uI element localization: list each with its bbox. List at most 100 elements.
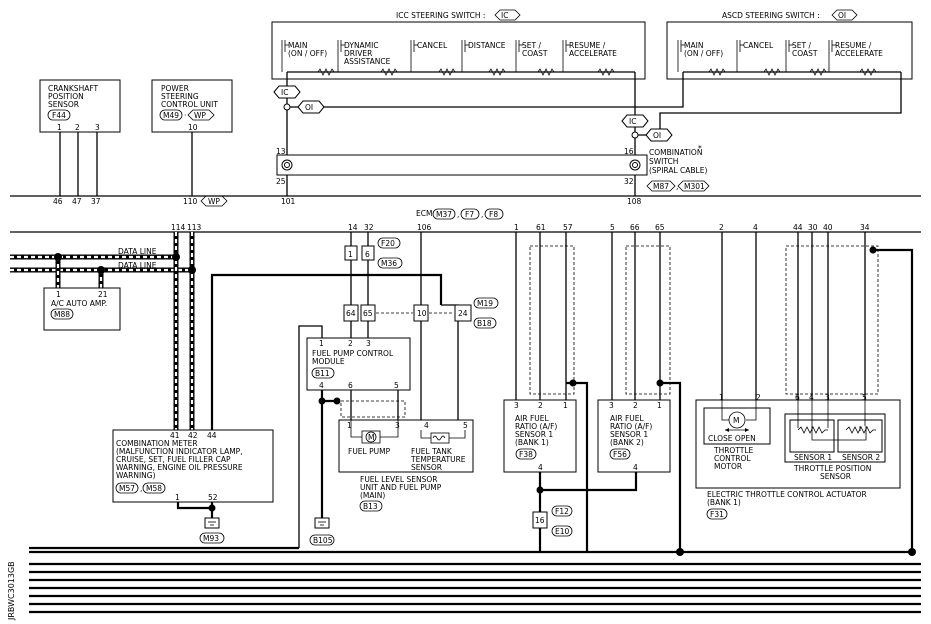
ecm-pin-label: 5 [610, 223, 615, 232]
svg-text:SET /: SET / [792, 41, 811, 50]
icc-switch-4: DISTANCE [461, 40, 506, 72]
power-steering-control-unit: POWER STEERING CONTROL UNIT M49 · WP 10 … [151, 79, 233, 207]
svg-text:ASSISTANCE: ASSISTANCE [344, 57, 391, 66]
svg-text:13: 13 [276, 147, 286, 156]
svg-text:3: 3 [395, 421, 400, 430]
ground-m93: M93 [199, 517, 225, 544]
svg-text:RESUME /: RESUME / [835, 41, 872, 50]
svg-text:WARNING): WARNING) [116, 471, 156, 480]
svg-text:FUEL PUMP: FUEL PUMP [348, 447, 391, 456]
svg-text:4: 4 [424, 421, 429, 430]
svg-text:2: 2 [348, 339, 353, 348]
svg-text:CONTROL UNIT: CONTROL UNIT [161, 100, 218, 109]
svg-text:SENSOR: SENSOR [48, 100, 79, 109]
ecm-pin-label: 106 [417, 223, 432, 232]
svg-text:4: 4 [633, 463, 638, 472]
ecm-pin-label: 2 [719, 223, 724, 232]
svg-text:M36: M36 [381, 259, 397, 268]
svg-text:3: 3 [825, 393, 830, 402]
svg-text:,: , [676, 182, 678, 191]
svg-text:SENSOR 1: SENSOR 1 [515, 430, 553, 439]
svg-text:65: 65 [363, 309, 373, 318]
svg-text:M93: M93 [203, 534, 219, 543]
icc-switch-5: SET /COAST [515, 40, 548, 72]
icc-resistor-icon-3 [438, 68, 456, 76]
svg-text:1: 1 [56, 290, 61, 299]
svg-text:1: 1 [175, 493, 180, 502]
svg-text:M37: M37 [436, 210, 452, 219]
fuel-level-sensor-unit: 1 3 4 5 M FUEL PUMP FUEL TANK TEMPERATUR… [338, 400, 474, 512]
svg-text:32: 32 [624, 177, 634, 186]
svg-text:FUEL LEVEL SENSOR: FUEL LEVEL SENSOR [360, 475, 437, 484]
svg-text:SENSOR: SENSOR [820, 472, 851, 481]
ecm-pin-label: 1 [514, 223, 519, 232]
icc-resistor-icon-2 [380, 68, 398, 76]
svg-text:CRANKSHAFT: CRANKSHAFT [48, 84, 99, 93]
svg-text:16: 16 [535, 516, 545, 525]
ecm-pin-label: 4 [753, 223, 758, 232]
svg-text:ELECTRIC THROTTLE CONTROL ACTU: ELECTRIC THROTTLE CONTROL ACTUATOR [707, 490, 867, 499]
svg-text:M87: M87 [653, 182, 669, 191]
svg-text:MODULE: MODULE [312, 357, 345, 366]
svg-text:CANCEL: CANCEL [417, 41, 448, 50]
svg-text:2: 2 [75, 123, 80, 132]
svg-text:MAIN: MAIN [684, 41, 703, 50]
ascd-switch-2: CANCEL [736, 40, 774, 72]
svg-text:6: 6 [795, 393, 800, 402]
svg-text:RESUME /: RESUME / [569, 41, 606, 50]
svg-text:TEMPERATURE: TEMPERATURE [410, 455, 466, 464]
crankshaft-position-sensor: CRANKSHAFT POSITION SENSOR F44 1 2 3 46 … [39, 79, 121, 206]
svg-text:WARNING, ENGINE OIL PRESSURE: WARNING, ENGINE OIL PRESSURE [116, 463, 243, 472]
ecm-pin-label: 113 [187, 223, 202, 232]
svg-text:110: 110 [183, 197, 198, 206]
svg-text:F7: F7 [465, 210, 474, 219]
ecm-pin-label: 44 [793, 223, 803, 232]
svg-text:4: 4 [809, 393, 814, 402]
combination-switch-connector: M87 , M301 [646, 180, 710, 192]
tag-oi-right: OI [645, 128, 673, 142]
sensor1-resistor-icon [797, 426, 828, 434]
svg-text:2: 2 [633, 401, 638, 410]
svg-text:DATA LINE: DATA LINE [118, 247, 157, 256]
svg-text:DATA LINE: DATA LINE [118, 261, 157, 270]
svg-text:M301: M301 [684, 182, 705, 191]
icc-switch-1: MAIN(ON / OFF) [281, 40, 327, 72]
svg-text:E10: E10 [555, 527, 570, 536]
icc-code-tag: IC [494, 9, 521, 21]
bottom-bus-lines [29, 546, 921, 614]
svg-text:OI: OI [653, 131, 661, 140]
icc-resistor-icon-1 [317, 68, 335, 76]
svg-text:F20: F20 [381, 239, 395, 248]
svg-text:ECM: ECM [416, 209, 432, 218]
af-sensor-bank2: 3 2 1 AIR FUEL RATIO (A/F) SENSOR 1 (BAN… [597, 232, 682, 552]
svg-text:B18: B18 [477, 319, 492, 328]
svg-text:3: 3 [514, 401, 519, 410]
ecm-pin-label: 61 [536, 223, 546, 232]
svg-text:OI: OI [838, 11, 846, 20]
svg-text:1: 1 [319, 339, 324, 348]
svg-text:F31: F31 [710, 510, 724, 519]
svg-text:F12: F12 [555, 507, 569, 516]
svg-text:1: 1 [347, 421, 352, 430]
svg-text:3: 3 [95, 123, 100, 132]
svg-text:1: 1 [348, 250, 353, 259]
tag-oi-left: OI [297, 100, 325, 114]
thermistor-icon [432, 435, 446, 441]
svg-text:F44: F44 [52, 111, 66, 120]
ascd-resistor-icon-2 [763, 68, 781, 76]
svg-text:UNIT AND FUEL PUMP: UNIT AND FUEL PUMP [360, 483, 442, 492]
ecm-pin-label: 57 [563, 223, 573, 232]
svg-text:OI: OI [305, 103, 313, 112]
svg-text:(BANK 2): (BANK 2) [610, 438, 644, 447]
svg-text:,: , [140, 484, 142, 493]
svg-text:COAST: COAST [522, 49, 548, 58]
ecm-pin-label: 32 [364, 223, 374, 232]
svg-text:16: 16 [624, 147, 634, 156]
svg-text:WP: WP [208, 197, 220, 206]
svg-text:SET /: SET / [522, 41, 541, 50]
svg-text:(MAIN): (MAIN) [360, 491, 385, 500]
svg-text:RATIO (A/F): RATIO (A/F) [515, 422, 557, 431]
